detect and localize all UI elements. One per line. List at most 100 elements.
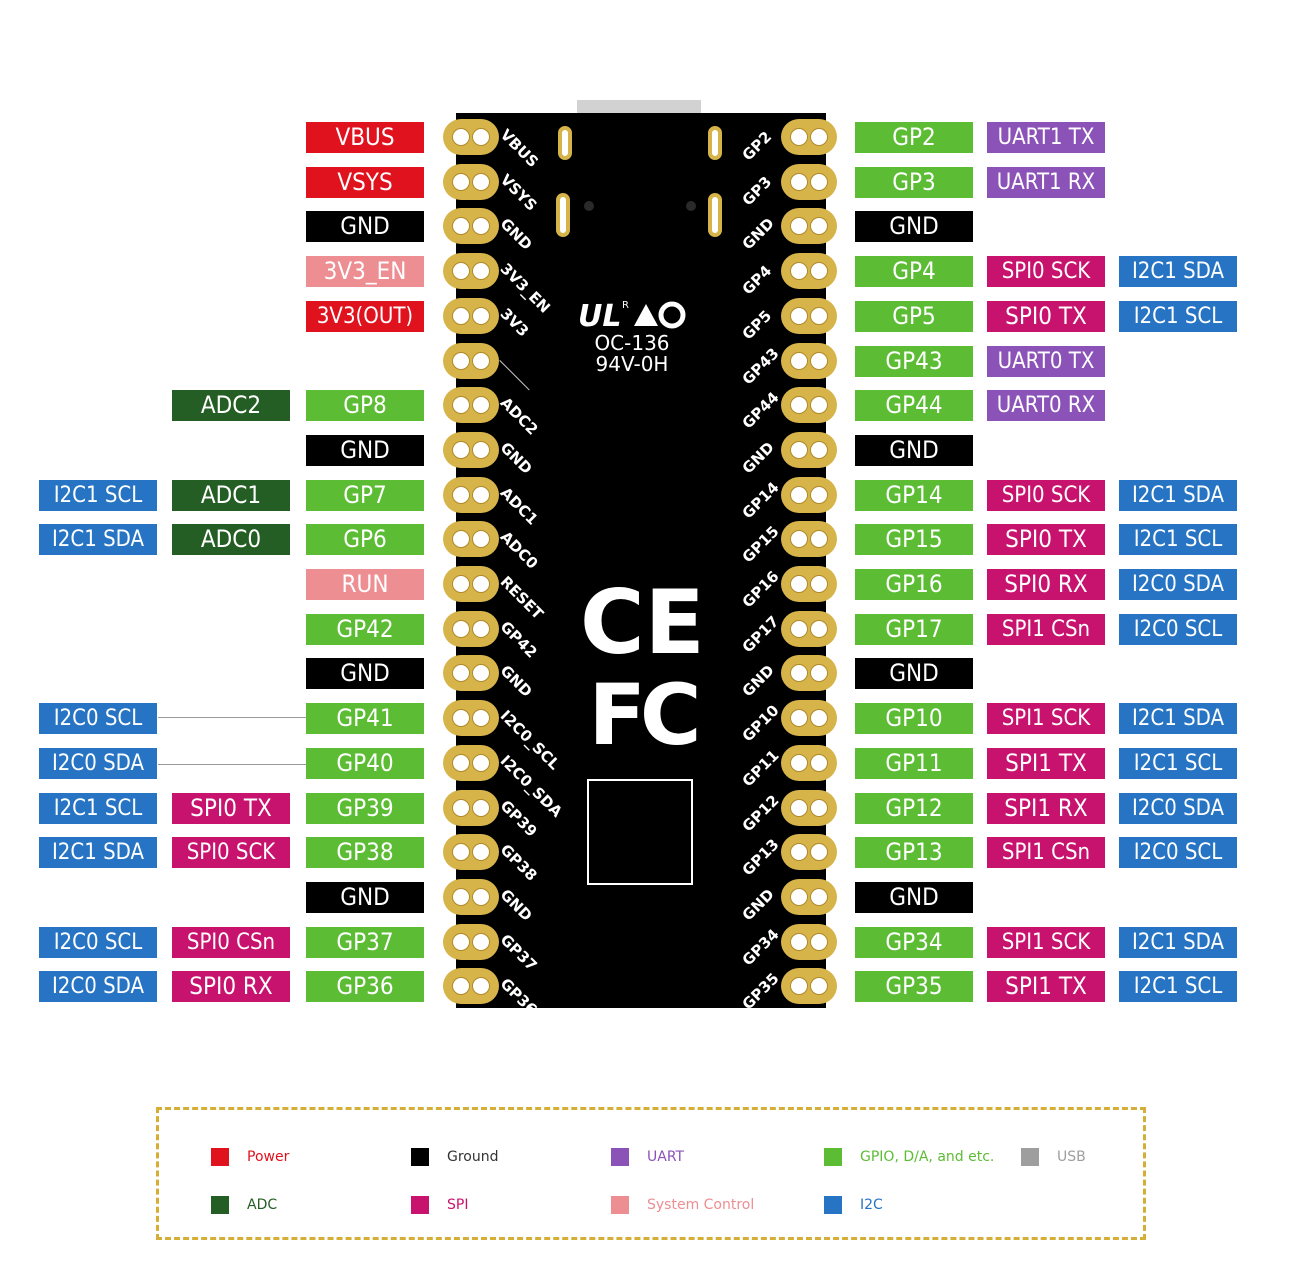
pin-hole [452,262,470,281]
pin-hole [810,530,828,549]
pin-hole [452,843,470,862]
pin-label-i2c: I2C1 SDA [1119,479,1237,511]
mounting-slot-mid-left [556,193,570,237]
pin-hole [472,530,490,549]
ul-certification-icon: UL R [578,299,686,332]
fcc-mark: FC [588,666,701,764]
legend-label: I2C [860,1197,883,1213]
pin-pad [443,342,499,379]
pin-label-ground: GND [306,881,424,913]
pin-pad [781,878,837,915]
pin-hole [790,485,808,504]
pin-label-gpio: GP43 [855,345,973,377]
pin-label-gpio: GP8 [306,390,424,422]
usb-connector [577,100,701,113]
pin-hole [790,530,808,549]
pin-hole [472,128,490,146]
pin-label-gpio: GP13 [855,837,973,869]
pin-hole [452,753,470,772]
pin-label-gpio: GP35 [855,971,973,1003]
pin-hole [790,664,808,683]
pin-label-ground: GND [306,211,424,243]
pin-label-i2c: I2C1 SDA [1119,926,1237,958]
pin-label-gpio: GP10 [855,703,973,735]
pin-label-gpio: GP42 [306,613,424,645]
legend-label: System Control [647,1197,755,1213]
pin-label-gpio: GP2 [855,122,973,153]
pin-label-gpio: GP36 [306,971,424,1003]
pin-label-i2c: I2C0 SCL [39,926,157,958]
pin-hole [452,128,470,146]
pin-label-i2c: I2C1 SDA [1119,256,1237,288]
pin-hole [790,440,808,459]
pin-pad [781,208,837,245]
pin-label-spi: SPI1 CSn [987,837,1105,869]
pin-hole [810,306,828,325]
pin-pad [443,119,499,155]
pin-label-ground: GND [855,881,973,913]
pin-label-uart: UART0 RX [987,390,1105,422]
pin-pad [443,789,499,826]
pin-hole [790,843,808,862]
pin-label-gpio: GP17 [855,613,973,645]
pin-hole [810,753,828,772]
qr-code-area [587,779,693,885]
pin-pad [781,163,837,200]
pin-hole [452,530,470,549]
pin-label-gpio: GP40 [306,747,424,779]
pin-hole [472,575,490,593]
pin-label-spi: SPI1 RX [987,792,1105,824]
pin-label-spi: SPI0 TX [987,524,1105,556]
pin-pad [781,610,837,647]
pin-label-power: VSYS [306,166,424,198]
pin-label-uart: UART0 TX [987,345,1105,377]
pin-pad [443,521,499,558]
pin-hole [810,351,828,370]
pin-label-i2c: I2C0 SCL [39,703,157,735]
pin-pad [443,834,499,871]
pin-pad [781,700,837,737]
svg-text:UL: UL [578,299,621,332]
board-via-dot [686,201,696,211]
pin-pad [781,968,837,1005]
pin-hole [452,172,470,191]
pin-hole [472,306,490,325]
legend-swatch [1021,1148,1039,1166]
pin-label-gpio: GP15 [855,524,973,556]
pin-hole [472,217,490,236]
pin-label-i2c: I2C0 SDA [1119,569,1237,600]
pin-pad [781,387,837,424]
legend-label: ADC [247,1197,278,1213]
ce-mark: CE [580,571,705,674]
pin-hole [452,440,470,459]
pin-hole [790,709,808,728]
pin-label-spi: SPI0 SCK [172,837,290,869]
legend-swatch [611,1148,629,1166]
pin-label-gpio: GP41 [306,703,424,735]
pin-label-spi: SPI0 TX [172,792,290,824]
pin-hole [472,753,490,772]
pin-hole [810,619,828,638]
pin-label-i2c: I2C0 SDA [39,747,157,779]
pin-pad [781,119,837,155]
pin-hole [790,977,808,996]
pin-hole [472,843,490,862]
pin-hole [472,396,490,415]
cert-line-2: 94V-0H [595,352,669,376]
pin-hole [810,843,828,862]
pin-hole [452,619,470,638]
pin-label-ground: GND [855,211,973,243]
legend-swatch [824,1196,842,1214]
pin-hole [452,306,470,325]
pin-hole [790,575,808,593]
pin-pad [443,387,499,424]
pin-pad [443,476,499,513]
ul-registered-mark: R [622,300,629,311]
pin-hole [810,485,828,504]
pin-label-adc: ADC1 [172,479,290,511]
pin-label-sysctl: 3V3_EN [306,256,424,288]
pin-pad [443,655,499,692]
pin-label-spi: SPI0 RX [987,569,1105,600]
pin-label-spi: SPI0 RX [172,971,290,1003]
pin-label-spi: SPI1 TX [987,971,1105,1003]
